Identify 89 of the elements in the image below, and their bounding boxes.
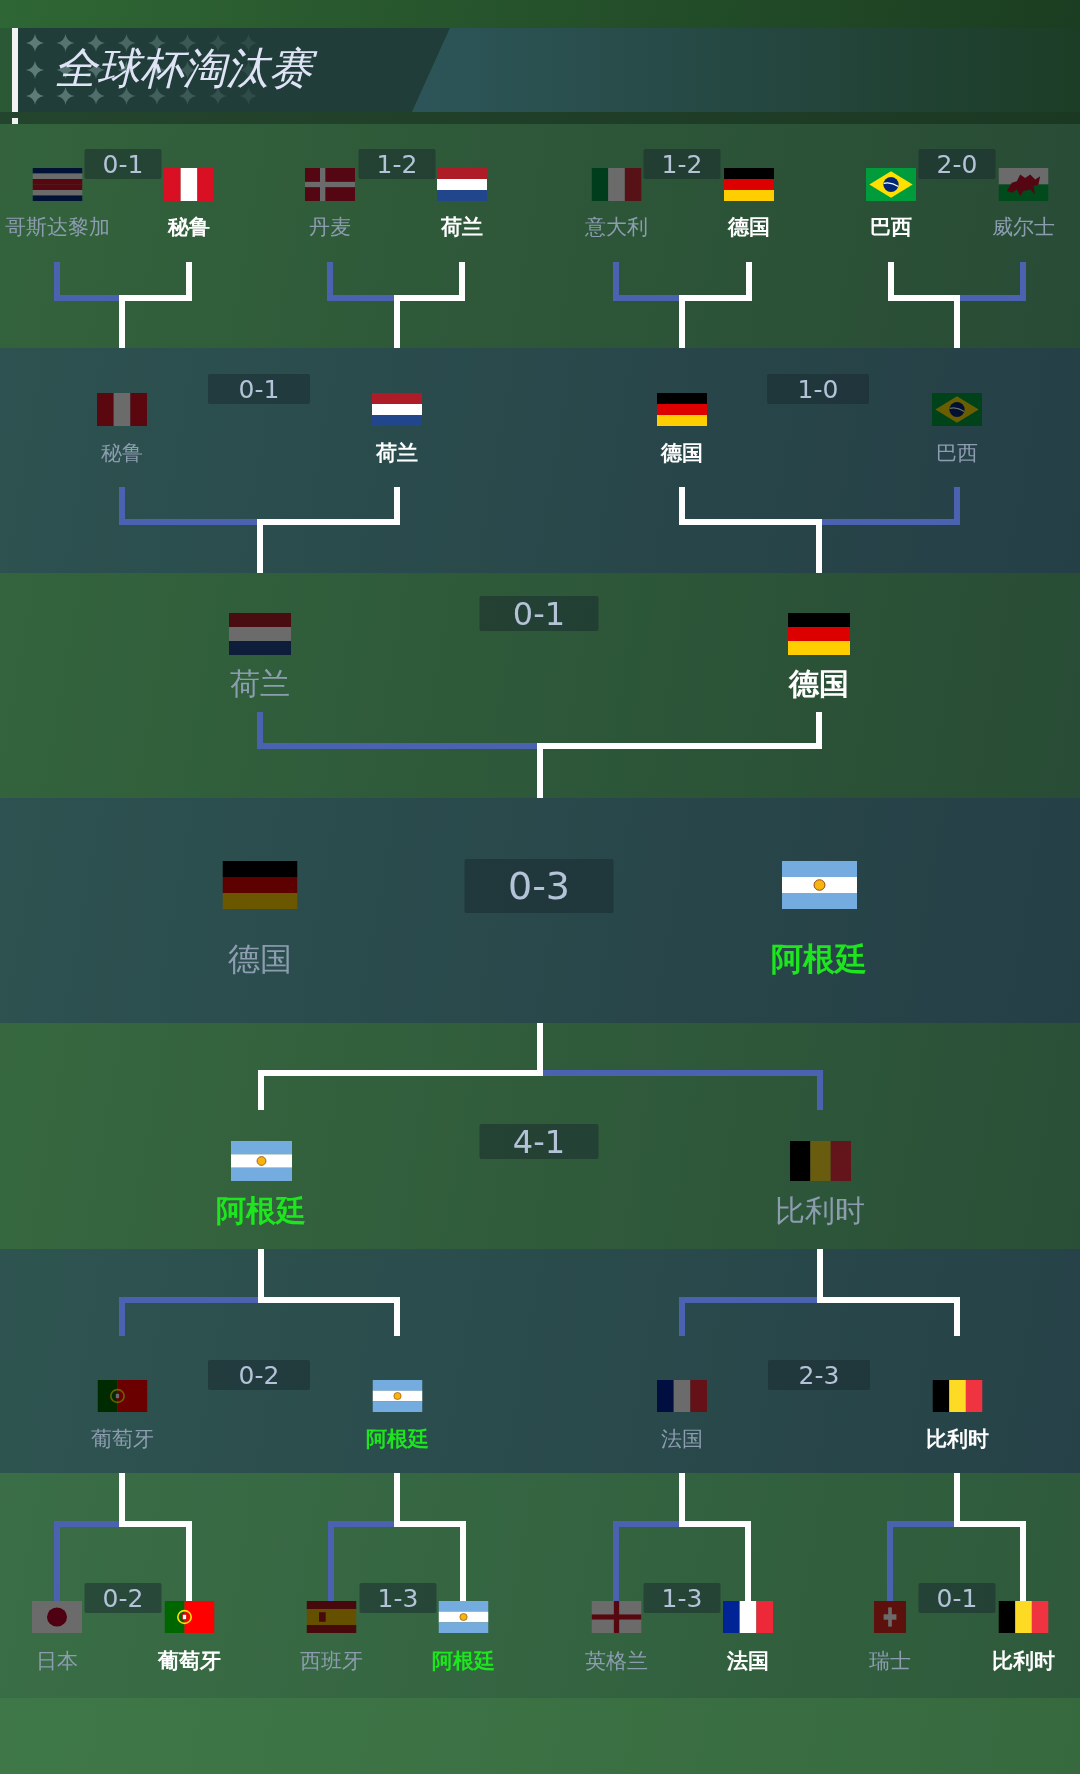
bracket-line (400, 1521, 466, 1601)
bracket-line (400, 262, 465, 301)
team-name: 意大利 (584, 215, 648, 241)
bracket-line (613, 1521, 679, 1601)
team-name: 日本 (36, 1649, 78, 1675)
team-name: 巴西 (936, 441, 978, 467)
bracket-line (394, 295, 400, 348)
bracket-line (257, 519, 263, 573)
score-box: 0-1 (84, 149, 162, 179)
score-box: 1-3 (643, 1583, 721, 1613)
team-name: 英格兰 (584, 1649, 648, 1675)
bracket-line (264, 1297, 400, 1336)
team-name: 哥斯达黎加 (4, 215, 110, 241)
team-name: 德国 (661, 441, 703, 467)
bracket-line (679, 487, 816, 525)
team-name: 葡萄牙 (157, 1649, 221, 1675)
score-box: 1-2 (358, 149, 436, 179)
bracket-line (823, 1297, 960, 1336)
team-name: 西班牙 (299, 1649, 363, 1675)
bracket-line (537, 1023, 543, 1076)
bracket-line (543, 1070, 823, 1110)
bracket-line (258, 1249, 264, 1303)
team-name: 阿根廷 (771, 939, 867, 979)
bracket-line (679, 295, 685, 348)
bracket-line (54, 262, 119, 301)
bracket-line (327, 262, 394, 301)
bracket-line (685, 262, 752, 301)
score-box: 1-0 (767, 374, 869, 404)
bracket-line (394, 1473, 400, 1527)
bracket-line (679, 1297, 817, 1336)
team-name: 阿根廷 (431, 1649, 495, 1675)
bracket-line (119, 1297, 258, 1336)
bracket-line (887, 1521, 954, 1601)
score-box: 4-1 (479, 1124, 599, 1159)
score-box: 0-3 (464, 859, 614, 913)
bracket-line (960, 262, 1026, 301)
team-name: 德国 (789, 666, 849, 702)
bracket-line (960, 1521, 1026, 1601)
score-box: 2-0 (918, 149, 996, 179)
team-name: 秘鲁 (101, 441, 143, 467)
score-box: 0-1 (479, 596, 599, 631)
score-box: 1-3 (359, 1583, 437, 1613)
bracket-line (888, 262, 954, 301)
team-name: 瑞士 (869, 1649, 911, 1675)
page-title: 全球杯淘汰赛 (52, 40, 328, 96)
bracket-line (543, 712, 822, 749)
team-name: 德国 (728, 215, 770, 241)
bracket-line (679, 1473, 685, 1527)
team-name: 荷兰 (441, 215, 483, 241)
bracket-line (125, 1521, 192, 1601)
bracket-line (258, 1070, 537, 1110)
bracket-line (119, 1473, 125, 1527)
bracket-line (54, 1521, 119, 1601)
bracket-line (328, 1521, 394, 1601)
score-box: 0-2 (208, 1360, 310, 1390)
bracket-line (263, 487, 400, 525)
team-name: 阿根廷 (365, 1427, 429, 1453)
team-name: 法国 (727, 1649, 769, 1675)
team-name: 荷兰 (376, 441, 418, 467)
bracket-line (613, 262, 679, 301)
team-name: 法国 (661, 1427, 703, 1453)
score-box: 0-1 (208, 374, 310, 404)
team-name: 丹麦 (309, 215, 351, 241)
score-box: 1-2 (643, 149, 721, 179)
score-box: 0-1 (918, 1583, 996, 1613)
bracket-line (119, 295, 125, 348)
bracket-line (537, 743, 543, 798)
bracket-line (954, 1473, 960, 1527)
bracket-line (125, 262, 192, 301)
background-band (0, 798, 1080, 1023)
score-box: 0-2 (84, 1583, 162, 1613)
team-name: 威尔士 (991, 215, 1055, 241)
bracket-line (685, 1521, 751, 1601)
bracket-line (816, 519, 822, 573)
team-name: 比利时 (775, 1193, 865, 1229)
team-name: 阿根廷 (216, 1193, 306, 1229)
team-name: 葡萄牙 (90, 1427, 154, 1453)
bracket-line (954, 295, 960, 348)
team-name: 秘鲁 (168, 215, 210, 241)
team-name: 比利时 (991, 1649, 1055, 1675)
team-name: 比利时 (925, 1427, 989, 1453)
bracket-line (822, 487, 960, 525)
team-name: 巴西 (870, 215, 912, 241)
bracket-line (817, 1249, 823, 1303)
score-box: 2-3 (768, 1360, 870, 1390)
team-name: 荷兰 (230, 666, 290, 702)
team-name: 德国 (228, 939, 292, 979)
bracket-line (257, 712, 537, 749)
bracket-line (119, 487, 257, 525)
